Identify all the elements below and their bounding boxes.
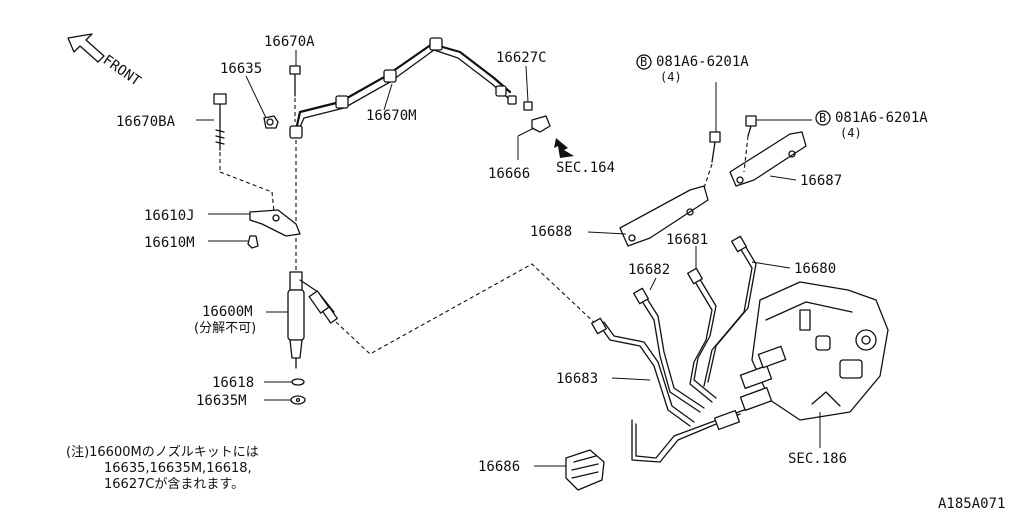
label-16666: 16666 <box>488 166 530 182</box>
connector-16666-icon <box>531 115 551 133</box>
bracket-16687-icon <box>729 131 807 187</box>
arrow-sec164-icon <box>554 138 574 158</box>
bolt-16670A-icon <box>289 65 301 97</box>
footnote-line-2: 16635,16635M,16618, <box>104 461 252 476</box>
bolt-b1-icon <box>709 131 721 163</box>
label-16670BA: 16670BA <box>116 114 176 130</box>
bolt-b2-marker-icon <box>815 110 831 126</box>
label-sec164: SEC.164 <box>556 160 615 176</box>
label-bolt-b1: 081A6-6201A <box>656 54 749 70</box>
bolt-16670BA-icon <box>213 93 227 151</box>
bolt-b2-prefix: B <box>819 111 826 125</box>
label-bolt-b2: 081A6-6201A <box>835 110 928 126</box>
label-16680: 16680 <box>794 261 836 277</box>
leak-off-hose-16670M <box>289 37 517 139</box>
label-16635M: 16635M <box>196 393 247 409</box>
diagram-id: A185A071 <box>938 496 1005 512</box>
label-16682: 16682 <box>628 262 670 278</box>
injection-pump-icon <box>713 281 889 431</box>
bolt-b2-icon <box>745 115 757 137</box>
label-16635: 16635 <box>220 61 262 77</box>
washer-16635-icon <box>263 115 279 129</box>
front-arrow-icon <box>67 33 105 63</box>
label-16610J: 16610J <box>144 208 195 224</box>
bolt-b1-marker-icon <box>636 54 652 70</box>
footnote-line-3: 16627Cが含まれます。 <box>104 476 244 492</box>
injection-pipes <box>591 235 757 463</box>
bolt-b1-prefix: B <box>640 55 647 69</box>
injector-16600M-icon <box>287 271 338 369</box>
bracket-16688-icon <box>619 185 709 247</box>
label-16687: 16687 <box>800 173 842 189</box>
label-16600M: 16600M <box>202 304 253 320</box>
label-bolt-b1-qty: (4) <box>660 70 682 84</box>
gasket-16618-icon <box>291 378 305 386</box>
label-16688: 16688 <box>530 224 572 240</box>
clamp-16610J-icon <box>249 209 301 237</box>
label-16681: 16681 <box>666 232 708 248</box>
label-16627C: 16627C <box>496 50 547 66</box>
clamp-16686-icon <box>565 449 605 491</box>
label-16686: 16686 <box>478 459 520 475</box>
label-16683: 16683 <box>556 371 598 387</box>
front-label: FRONT <box>100 52 144 90</box>
label-bolt-b2-qty: (4) <box>840 126 862 140</box>
label-sec186: SEC.186 <box>788 451 847 467</box>
washer-16635M-icon <box>290 395 306 405</box>
seal-16610M-icon <box>247 235 259 249</box>
clip-16627C-icon <box>523 101 533 111</box>
footnote-line-1: (注)16600Mのノズルキットには <box>66 444 259 460</box>
label-16670M: 16670M <box>366 108 417 124</box>
leader-lines <box>196 50 821 467</box>
label-16670A: 16670A <box>264 34 315 50</box>
label-16618: 16618 <box>212 375 254 391</box>
label-16600M-note: (分解不可) <box>194 321 256 336</box>
label-16610M: 16610M <box>144 235 195 251</box>
